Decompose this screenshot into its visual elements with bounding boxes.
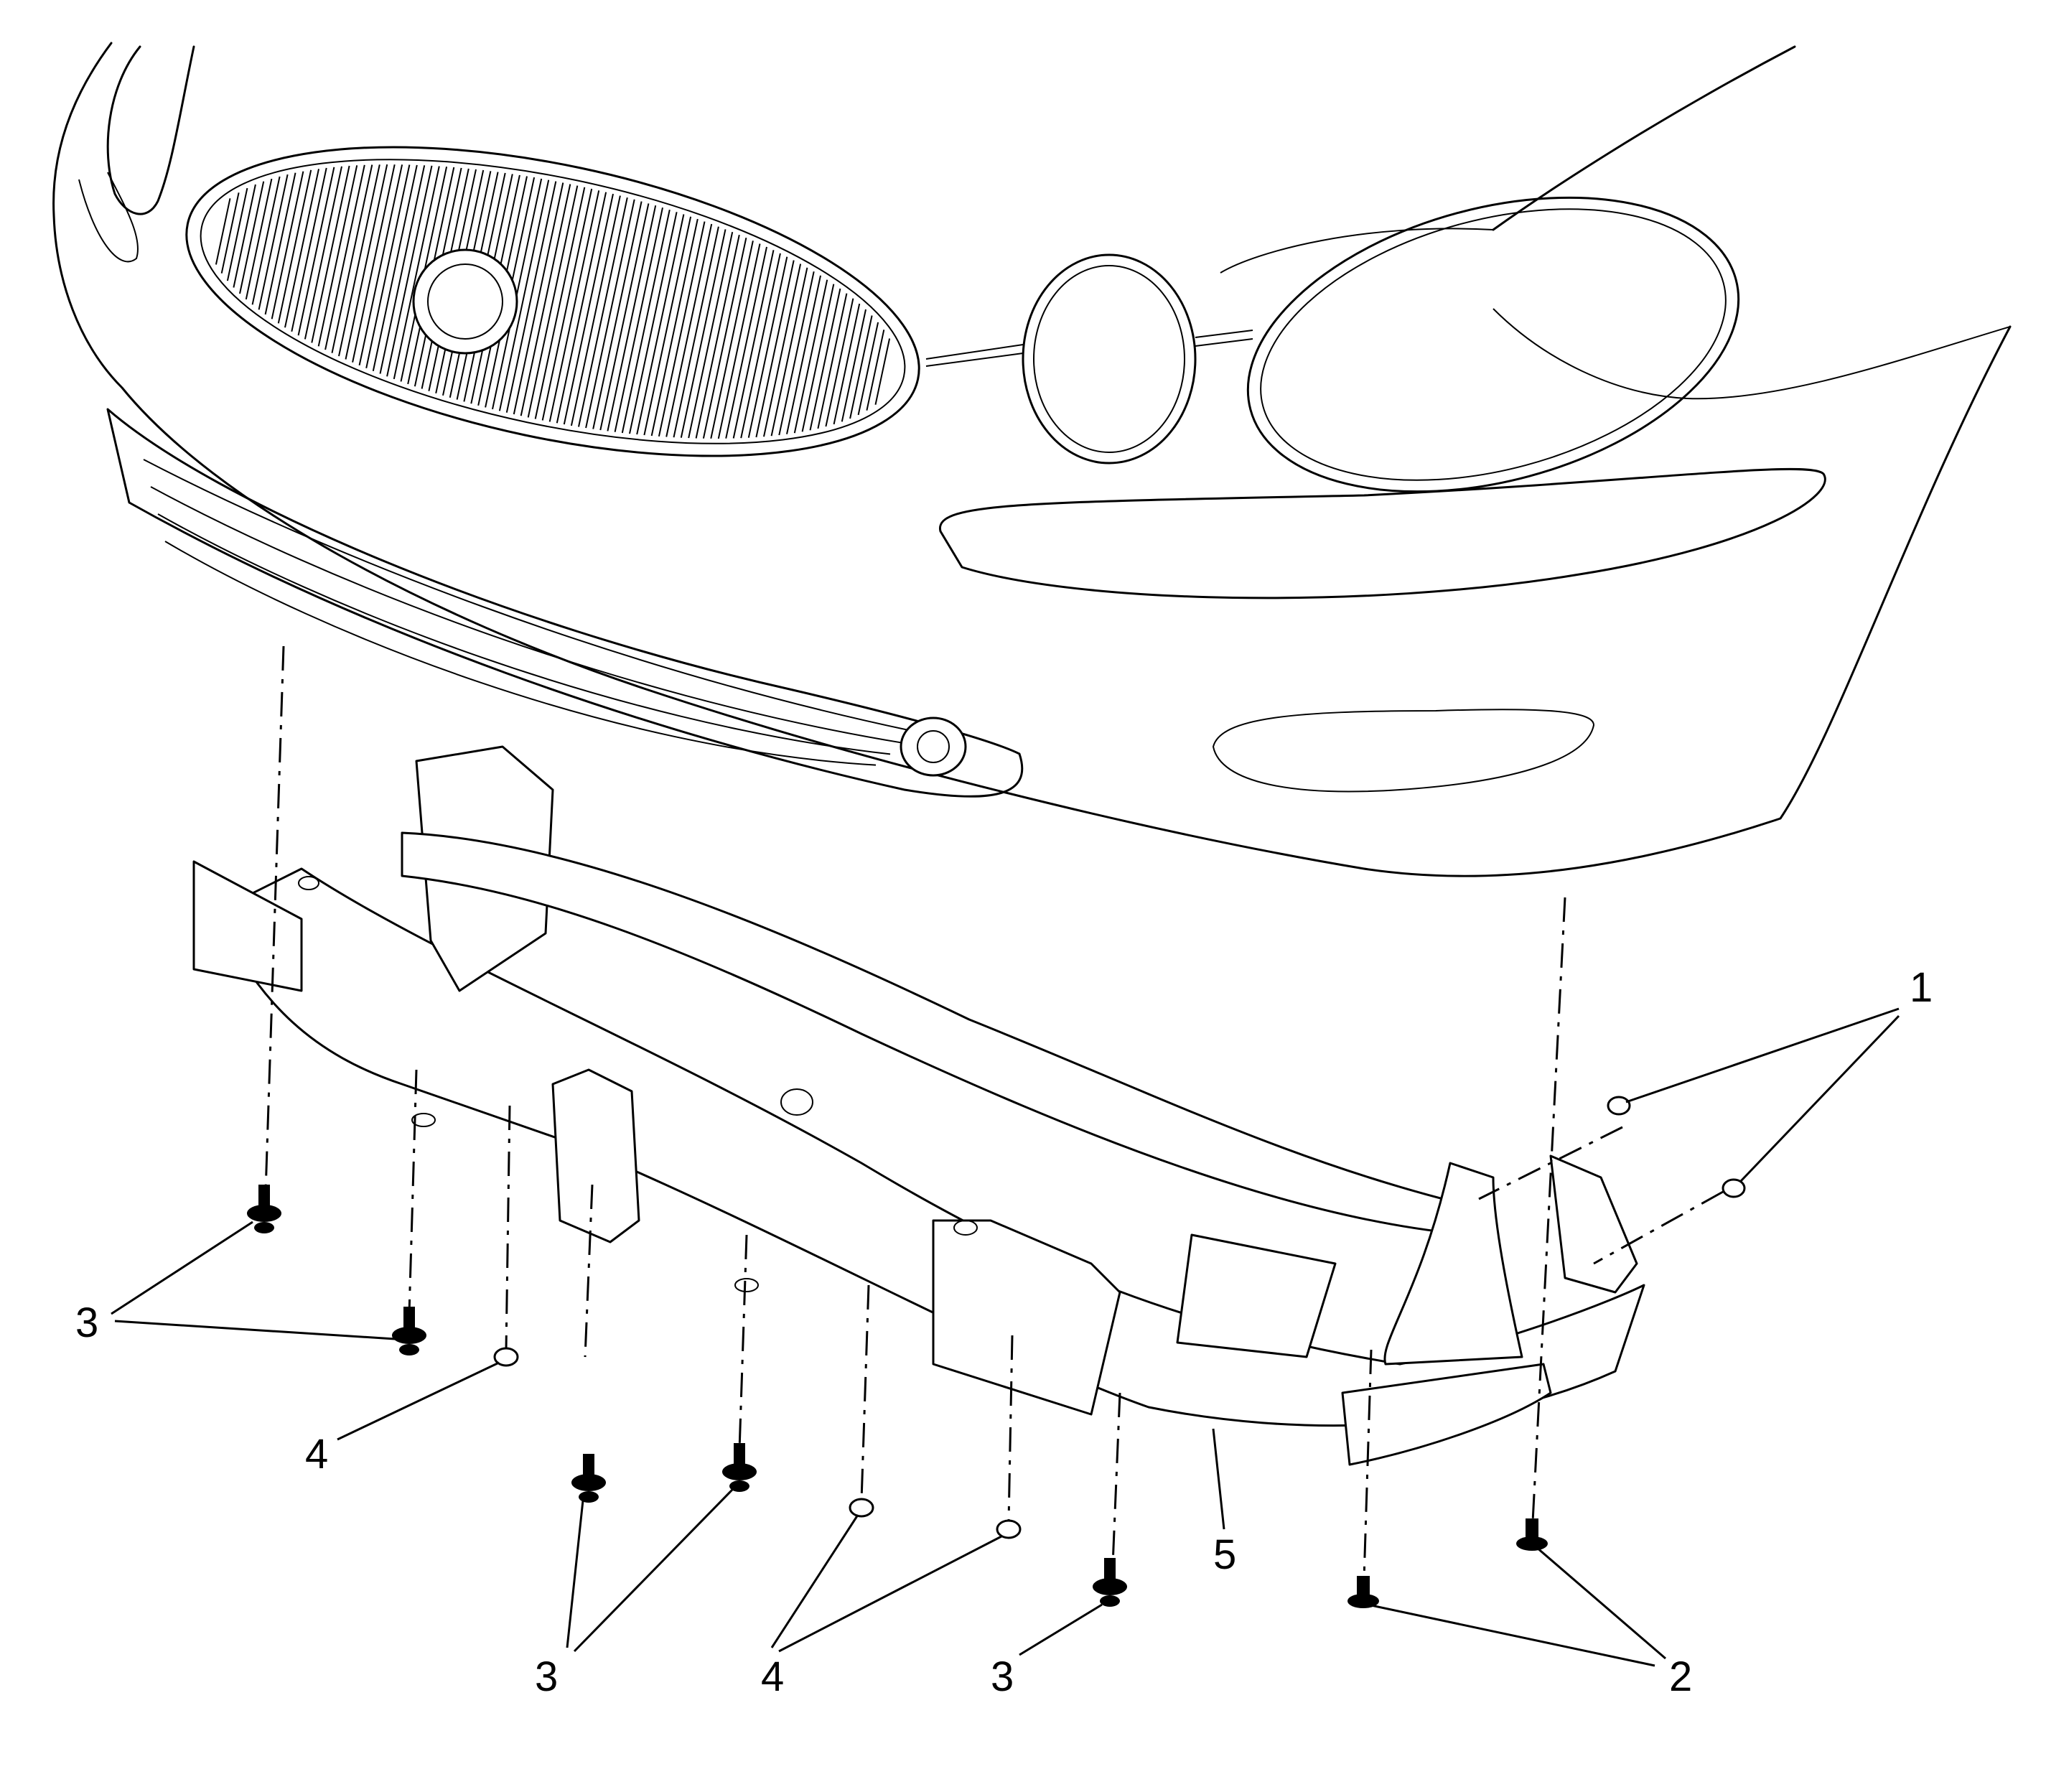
callout-4-left: 4 (305, 1431, 328, 1478)
callout-labels: 1 2 3 3 3 4 4 5 (75, 964, 1933, 1700)
leader-lines (111, 1007, 1900, 1667)
fasteners (247, 1096, 1746, 1608)
callout-1: 1 (1910, 964, 1933, 1011)
callout-5: 5 (1213, 1531, 1236, 1578)
screw-fastener-2b (1347, 1576, 1379, 1608)
lower-grille (106, 408, 1024, 798)
clip-fastener-1b (1722, 1178, 1746, 1198)
alignment-lines (264, 645, 1724, 1580)
screw-fastener-2a (1516, 1518, 1548, 1551)
headlamps (925, 196, 1740, 493)
callout-2: 2 (1669, 1653, 1692, 1700)
callout-3-right: 3 (991, 1653, 1014, 1700)
callout-3-center: 3 (535, 1653, 558, 1700)
grille-emblem (412, 248, 518, 355)
fascia-lamps (938, 467, 1826, 793)
push-pin-3a (247, 1185, 281, 1233)
deflector-holes (298, 876, 978, 1292)
nut-fastener-4a (493, 1347, 519, 1367)
fog-lamp (900, 717, 967, 777)
lower-grille-bars (143, 459, 920, 766)
callout-4-center: 4 (761, 1653, 784, 1700)
grille-bars (215, 164, 891, 439)
push-pin-3c (571, 1454, 606, 1503)
callout-3-left: 3 (75, 1299, 98, 1346)
nut-fastener-4c (996, 1519, 1022, 1539)
upper-grille (185, 146, 920, 457)
nut-fastener-4b (849, 1498, 874, 1518)
push-pin-3b (392, 1307, 426, 1355)
push-pin-3d (722, 1443, 757, 1492)
push-pin-3e (1093, 1558, 1127, 1607)
clip-fastener-1a (1607, 1096, 1631, 1116)
front-fascia (52, 42, 2012, 877)
air-deflector (192, 745, 1645, 1466)
